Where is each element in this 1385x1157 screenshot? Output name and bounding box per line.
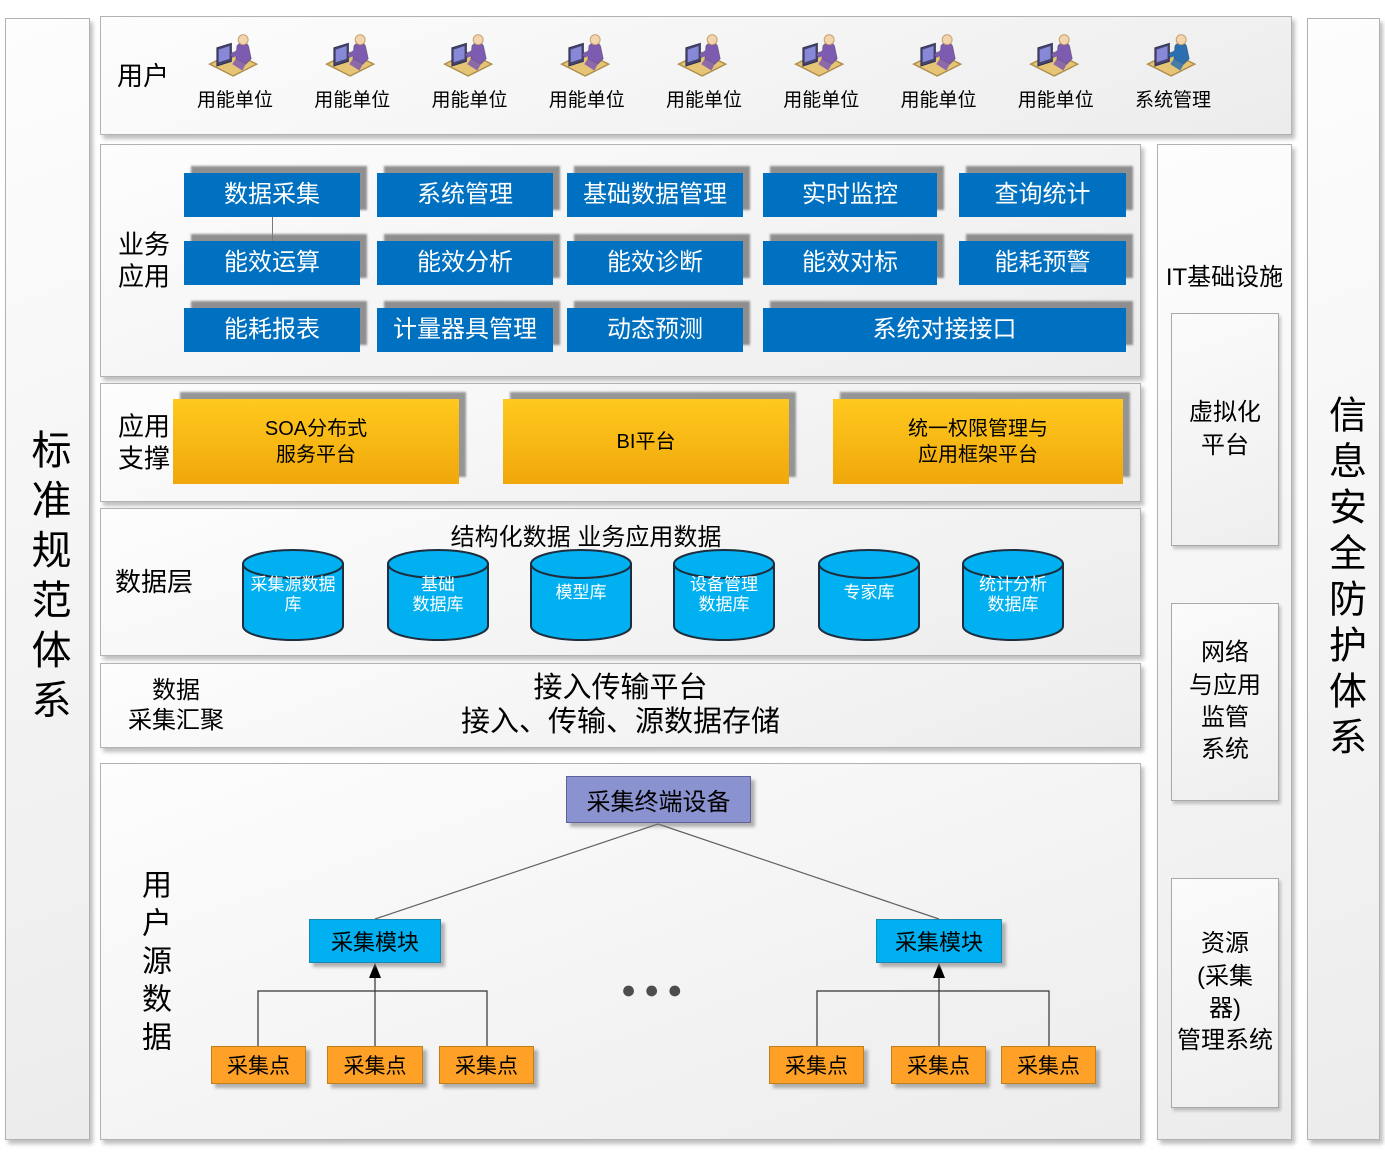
- button-system-interface: 系统对接接口: [763, 308, 1126, 352]
- user-item: 用能单位: [535, 31, 639, 112]
- user-item: 用能单位: [300, 31, 404, 112]
- button-efficiency-diagnosis: 能效诊断: [567, 241, 743, 285]
- collect-point-box: 采集点: [891, 1046, 986, 1084]
- terminal-device-box: 采集终端设备: [566, 776, 751, 823]
- collect-point-box: 采集点: [769, 1046, 864, 1084]
- cylinder-label: 采集源数据 库: [250, 575, 336, 615]
- user-at-computer-icon: [910, 31, 968, 81]
- collect-point-box: 采集点: [439, 1046, 534, 1084]
- data-layer-header: 结构化数据 业务应用数据: [450, 524, 722, 551]
- user-label: 用能单位: [314, 90, 391, 111]
- button-dynamic-forecast: 动态预测: [567, 308, 743, 352]
- cylinder-icon: [673, 549, 775, 641]
- cylinder-label: 统计分析 数据库: [979, 575, 1047, 615]
- user-item: 用能单位: [769, 31, 873, 112]
- button-data-collection: 数据采集: [184, 173, 360, 217]
- user-item: 用能单位: [183, 31, 287, 112]
- database-cylinder: 设备管理 数据库: [671, 547, 777, 643]
- user-at-computer-icon: [206, 31, 264, 81]
- bi-platform-box: BI平台: [503, 399, 789, 484]
- user-label: 用能单位: [196, 90, 273, 111]
- users-section-label: 用户: [117, 60, 170, 91]
- button-consumption-warning: 能耗预警: [959, 241, 1126, 285]
- collection-subtitle: 接入、传输、源数据存储: [460, 706, 780, 738]
- business-section-label: 业务 应用: [117, 229, 170, 292]
- user-at-computer-icon: [441, 31, 499, 81]
- user-item: 用能单位: [1004, 31, 1108, 112]
- network-monitor-system-box: 网络 与应用 监管 系统: [1171, 603, 1279, 801]
- business-applications-panel: 业务 应用 数据采集 系统管理 基础数据管理 实时监控 查询统计 能效运算 能效…: [100, 144, 1141, 377]
- application-support-panel: 应用 支撑 SOA分布式 服务平台 BI平台 统一权限管理与 应用框架平台: [100, 383, 1141, 502]
- button-efficiency-analysis: 能效分析: [377, 241, 553, 285]
- data-layer-panel: 数据层 结构化数据 业务应用数据 采集源数据 库 基础 数据库 模型库: [100, 508, 1141, 656]
- cylinder-icon: [387, 549, 489, 641]
- database-cylinder: 专家库: [816, 547, 922, 643]
- user-at-computer-icon: [323, 31, 381, 81]
- database-cylinder: 基础 数据库: [385, 547, 491, 643]
- virtualization-platform-box: 虚拟化 平台: [1171, 313, 1279, 546]
- cylinder-label: 基础 数据库: [412, 575, 464, 615]
- source-data-section-label: 用户源数据: [137, 869, 170, 1059]
- button-system-management: 系统管理: [377, 173, 553, 217]
- cylinder-icon: [818, 549, 920, 641]
- collect-point-box: 采集点: [211, 1046, 306, 1084]
- user-label: 用能单位: [548, 90, 625, 111]
- data-layer-section-label: 数据层: [115, 566, 194, 597]
- collect-module-box: 采集模块: [309, 919, 441, 963]
- cylinder-label: 设备管理 数据库: [690, 575, 758, 615]
- standards-system-frame: 标准规范体系: [5, 18, 90, 1140]
- users-bar: 用户 用能单位 用能单位 用能单位 用能单位 用能单位: [100, 16, 1292, 135]
- collect-module-box: 采集模块: [876, 919, 1002, 963]
- user-at-computer-icon: [675, 31, 733, 81]
- user-label: 用能单位: [431, 90, 508, 111]
- user-at-computer-icon: [792, 31, 850, 81]
- user-at-computer-icon: [1027, 31, 1085, 81]
- collect-point-box: 采集点: [1001, 1046, 1096, 1084]
- button-efficiency-benchmark: 能效对标: [763, 241, 937, 285]
- auth-framework-box: 统一权限管理与 应用框架平台: [833, 399, 1123, 484]
- standards-system-label: 标准规范体系: [25, 429, 70, 729]
- collect-point-box: 采集点: [327, 1046, 423, 1084]
- collection-title: 接入传输平台: [533, 672, 708, 704]
- it-infrastructure-title: IT基础设施: [1165, 264, 1284, 291]
- ellipsis-dots: ●●●: [621, 976, 691, 1004]
- user-label: 系统管理: [1134, 90, 1211, 111]
- user-item: 系统管理: [1121, 31, 1225, 112]
- user-at-computer-icon: [558, 31, 616, 81]
- user-label: 用能单位: [783, 90, 860, 111]
- source-data-panel: 用户源数据 采集终端设备 采集模块 采集模块 ●●● 采集点 采集点 采集点 采…: [100, 763, 1141, 1140]
- button-consumption-report: 能耗报表: [184, 308, 360, 352]
- support-section-label: 应用 支撑: [117, 411, 170, 474]
- user-item: 用能单位: [887, 31, 991, 112]
- it-infrastructure-panel: IT基础设施 虚拟化 平台 网络 与应用 监管 系统 资源 (采集 器) 管理系…: [1157, 144, 1292, 1140]
- user-item: 用能单位: [652, 31, 756, 112]
- cylinder-icon: [530, 549, 632, 641]
- resource-collector-system-box: 资源 (采集 器) 管理系统: [1171, 878, 1279, 1108]
- users-row: 用能单位 用能单位 用能单位 用能单位 用能单位 用能单位: [183, 31, 1225, 112]
- database-cylinder: 采集源数据 库: [240, 547, 346, 643]
- admin-at-computer-icon: [1144, 31, 1202, 81]
- cylinder-label: 专家库: [843, 583, 895, 602]
- security-system-frame: 信息安全防护体系: [1307, 18, 1380, 1140]
- cylinder-icon: [962, 549, 1064, 641]
- button-realtime-monitoring: 实时监控: [763, 173, 937, 217]
- button-efficiency-computing: 能效运算: [184, 241, 360, 285]
- cylinder-icon: [242, 549, 344, 641]
- collection-panel: 数据 采集汇聚 接入传输平台 接入、传输、源数据存储: [100, 663, 1141, 748]
- button-meter-management: 计量器具管理: [377, 308, 553, 352]
- collection-section-label: 数据 采集汇聚: [128, 676, 224, 734]
- soa-platform-box: SOA分布式 服务平台: [173, 399, 459, 484]
- user-label: 用能单位: [1017, 90, 1094, 111]
- button-query-statistics: 查询统计: [959, 173, 1126, 217]
- cylinder-label: 模型库: [555, 583, 607, 602]
- button-base-data-management: 基础数据管理: [567, 173, 743, 217]
- user-label: 用能单位: [665, 90, 742, 111]
- user-item: 用能单位: [418, 31, 522, 112]
- security-system-label: 信息安全防护体系: [1322, 395, 1365, 763]
- user-label: 用能单位: [900, 90, 977, 111]
- connector-line: [272, 217, 273, 241]
- tree-connector-lines: [257, 823, 1050, 1046]
- database-cylinder: 统计分析 数据库: [960, 547, 1066, 643]
- database-cylinder: 模型库: [528, 547, 634, 643]
